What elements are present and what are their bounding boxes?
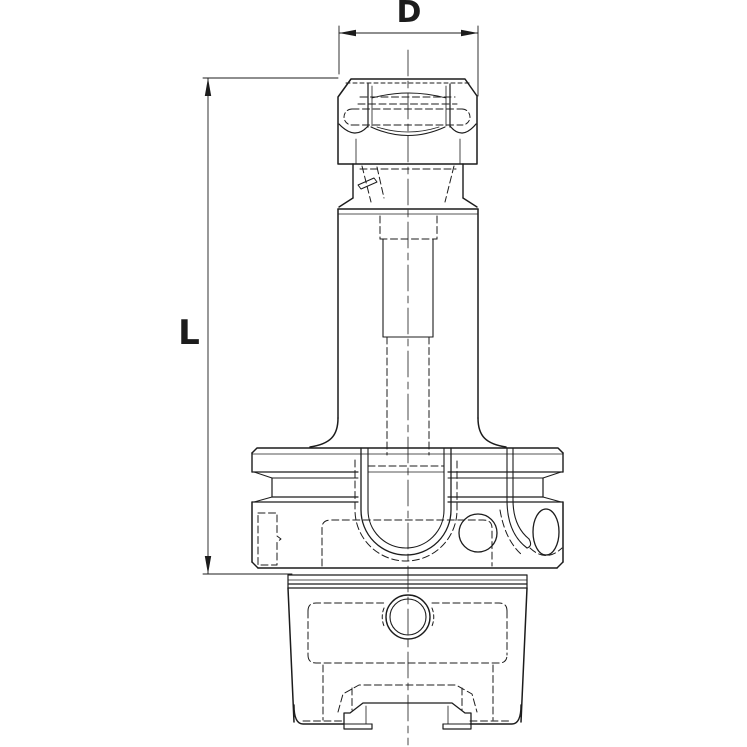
dimension-d (338, 25, 479, 97)
d-arrow-left (339, 29, 356, 37)
collet-nut (337, 78, 478, 165)
slot-marker (357, 177, 378, 190)
hollow-taper-shank (287, 587, 528, 730)
index-slot (506, 447, 528, 549)
clamping-neck (338, 163, 478, 208)
dimension-l (202, 77, 339, 575)
balance-hole (458, 513, 498, 553)
dimension-d-label: D (397, 0, 422, 30)
cylindrical-body (309, 208, 507, 456)
drive-slot (360, 447, 452, 556)
dimension-l-label: L (178, 313, 200, 353)
drive-tab (343, 702, 472, 725)
d-arrow-right (461, 29, 478, 37)
gripper-flange (251, 447, 564, 569)
l-arrow-top (204, 78, 212, 96)
l-arrow-bottom (204, 556, 212, 574)
side-hole (532, 508, 560, 556)
coolant-hole (385, 594, 431, 640)
contact-shoulder (287, 574, 528, 589)
